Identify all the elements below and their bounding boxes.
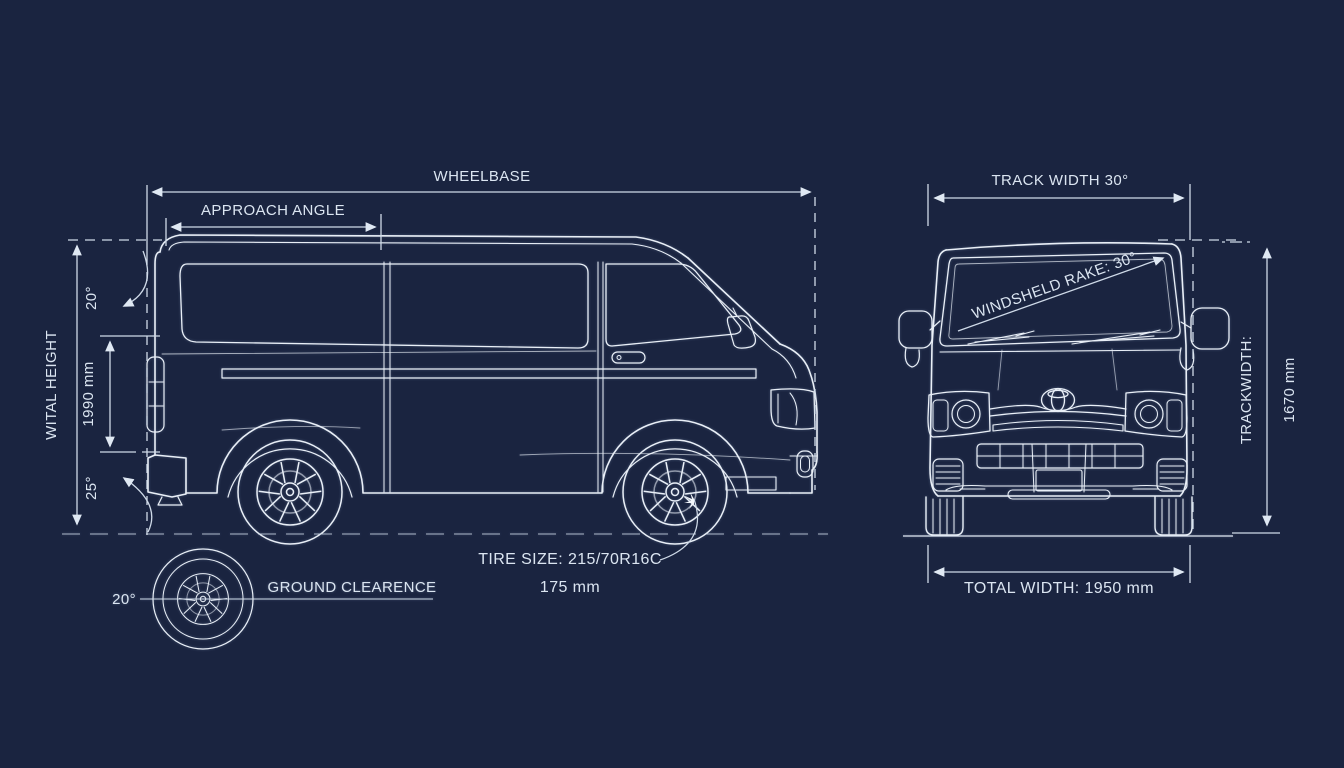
side-view [62, 234, 828, 545]
upper-angle-label: 20° [83, 286, 100, 310]
total-width-label: TOTAL WIDTH: 1950 mm [964, 580, 1154, 597]
track-width-value-label: 1670 mm [1281, 357, 1298, 422]
height-value-label: 1990 mm [80, 361, 97, 426]
ground-clearance-angle-label: 20° [112, 591, 136, 608]
ground-clearance-detail: 20° GROUND CLEARENCE [112, 548, 437, 650]
van-side-body [146, 234, 818, 506]
upper-angle-arrow [122, 250, 149, 307]
total-height-label: WITAL HEIGHT [43, 330, 60, 440]
leader-sparkle-icon [684, 492, 694, 509]
tire-size-callout: TIRE SIZE: 215/70R16C 175 mm [478, 492, 699, 596]
tire-width-label: 175 mm [540, 579, 600, 596]
van-front-body [898, 242, 1230, 536]
track-width-vertical-label: TRACKWIDTH: [1238, 336, 1255, 445]
track-width-label: TRACK WIDTH 30° [991, 172, 1128, 189]
approach-angle-label: APPROACH ANGLE [201, 202, 345, 219]
front-view [898, 242, 1233, 537]
lower-angle-arrow [122, 477, 153, 533]
side-view-dimensions: WHEELBASE APPROACH ANGLE WITAL HEIGHT 19… [43, 168, 816, 535]
lower-angle-label: 25° [83, 476, 100, 500]
ground-clearance-label: GROUND CLEARENCE [268, 579, 437, 596]
tire-size-label: TIRE SIZE: 215/70R16C [478, 551, 662, 568]
windshield-rake-line [957, 256, 1165, 332]
wheelbase-label: WHEELBASE [434, 168, 531, 185]
tire-size-leader-line [659, 498, 699, 561]
